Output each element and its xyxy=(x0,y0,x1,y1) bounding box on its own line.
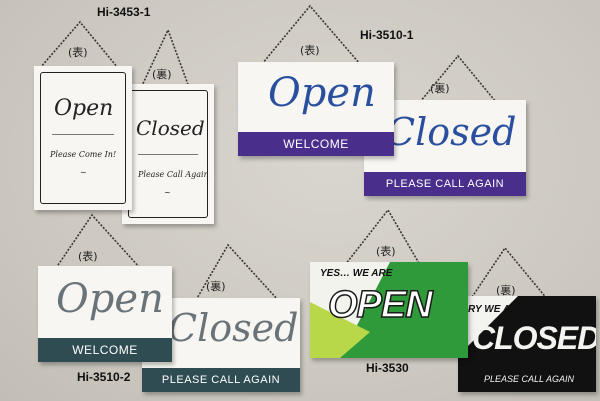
sign-title: Closed xyxy=(136,116,205,140)
sign-title: Closed xyxy=(386,110,517,154)
back-side-label: (裏) xyxy=(206,280,226,293)
front-side-label: (表) xyxy=(78,250,98,263)
green-open-sign: YES… WE ARE OPEN xyxy=(310,262,468,358)
front-side-label: (表) xyxy=(376,245,396,258)
model-code-label: Hi-3530 xyxy=(366,361,409,375)
sign-frame xyxy=(40,72,126,204)
back-side-label: (裏) xyxy=(152,68,172,81)
back-side-label: (裏) xyxy=(430,82,450,95)
sign-band: PLEASE CALL AGAIN xyxy=(364,172,526,196)
sign-bottom-text: PLEASE CALL AGAIN xyxy=(484,374,575,384)
sign-title: Open xyxy=(56,276,164,322)
sign-diagonal-graphic xyxy=(310,262,468,358)
sign-mark: ~ xyxy=(80,168,87,177)
back-side-label: (裏) xyxy=(496,284,516,297)
blue-open-sign: Open WELCOME xyxy=(238,62,394,156)
front-side-label: (表) xyxy=(300,44,320,57)
sign-top-text: RY WE ARE xyxy=(468,304,524,315)
sign-title: Open xyxy=(54,96,114,121)
sign-title: CLOSED xyxy=(472,320,596,356)
sign-band: WELCOME xyxy=(238,132,394,156)
sign-band: WELCOME xyxy=(38,338,172,362)
sign-divider xyxy=(52,134,114,135)
sign-title: OPEN xyxy=(327,283,433,327)
front-side-label: (表) xyxy=(68,46,88,59)
model-code-label: Hi-3453-1 xyxy=(97,5,151,19)
vertical-closed-sign: Closed Please Call Again ~ xyxy=(122,84,214,224)
model-code-label: Hi-3510-2 xyxy=(77,370,131,384)
black-closed-sign: RY WE ARE CLOSED PLEASE CALL AGAIN xyxy=(458,296,596,392)
sign-title: Closed xyxy=(168,306,299,350)
sign-subtitle: Please Call Again xyxy=(138,170,209,179)
sign-mark: ~ xyxy=(164,188,171,197)
sign-divider xyxy=(138,154,198,155)
sign-band: PLEASE CALL AGAIN xyxy=(142,368,300,392)
vertical-open-sign: Open Please Come In! ~ xyxy=(34,66,132,210)
sign-top-text: YES… WE ARE xyxy=(320,268,393,279)
sign-diagonal-graphic xyxy=(458,296,518,356)
model-code-label: Hi-3510-1 xyxy=(360,28,414,42)
sign-title: Open xyxy=(268,70,376,116)
sign-subtitle: Please Come In! xyxy=(50,150,117,159)
gray-open-sign: Open WELCOME xyxy=(38,266,172,362)
